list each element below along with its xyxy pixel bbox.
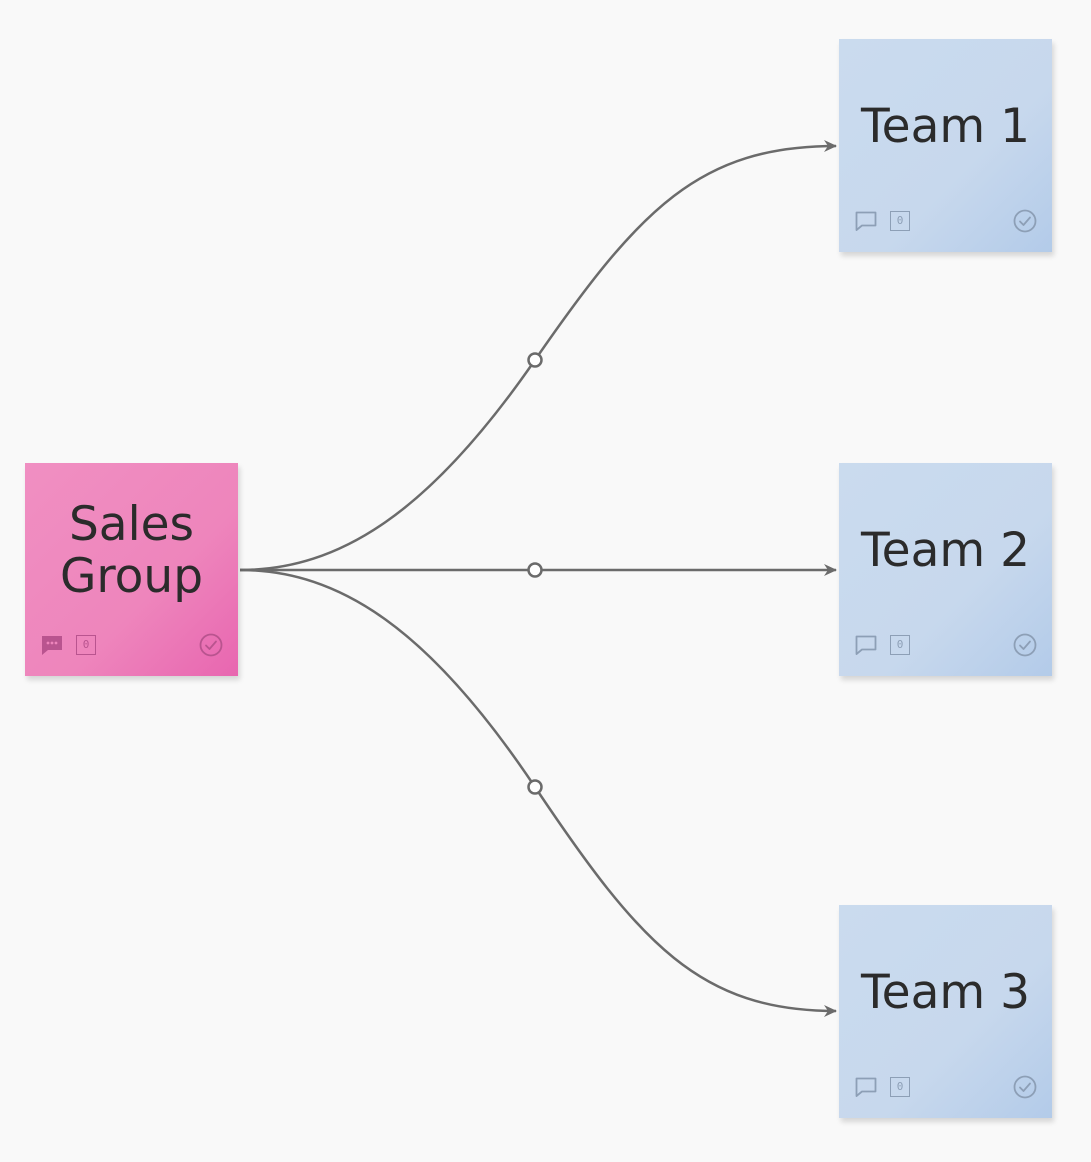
sticky-note-text[interactable]: Team 1	[860, 98, 1031, 154]
sticky-note-footer: 0	[853, 1074, 1038, 1100]
sticky-note-team-3[interactable]: Team 3 0	[839, 905, 1052, 1118]
sticky-note-footer: 0	[853, 208, 1038, 234]
sticky-note-text[interactable]: Team 2	[860, 522, 1031, 578]
vote-count-badge[interactable]: 0	[76, 635, 96, 655]
comment-filled-icon[interactable]	[39, 632, 65, 658]
check-circle-icon[interactable]	[1012, 1074, 1038, 1100]
sticky-note-team-2[interactable]: Team 2 0	[839, 463, 1052, 676]
sticky-note-sales-group[interactable]: Sales Group 0	[25, 463, 238, 676]
sticky-note-text[interactable]: Team 3	[860, 964, 1031, 1020]
vote-count-badge[interactable]: 0	[890, 635, 910, 655]
comment-outline-icon[interactable]	[853, 208, 879, 234]
check-circle-icon[interactable]	[1012, 632, 1038, 658]
sticky-note-footer: 0	[39, 632, 224, 658]
sticky-note-text[interactable]: Sales Group	[59, 496, 204, 604]
check-circle-icon[interactable]	[1012, 208, 1038, 234]
vote-count-badge[interactable]: 0	[890, 211, 910, 231]
check-circle-icon[interactable]	[198, 632, 224, 658]
connector-midpoint-handle[interactable]	[527, 352, 543, 368]
connector-midpoint-handle[interactable]	[527, 562, 543, 578]
sticky-note-team-1[interactable]: Team 1 0	[839, 39, 1052, 252]
comment-outline-icon[interactable]	[853, 632, 879, 658]
sticky-note-footer: 0	[853, 632, 1038, 658]
vote-count-badge[interactable]: 0	[890, 1077, 910, 1097]
comment-outline-icon[interactable]	[853, 1074, 879, 1100]
connector-midpoint-handle[interactable]	[527, 779, 543, 795]
